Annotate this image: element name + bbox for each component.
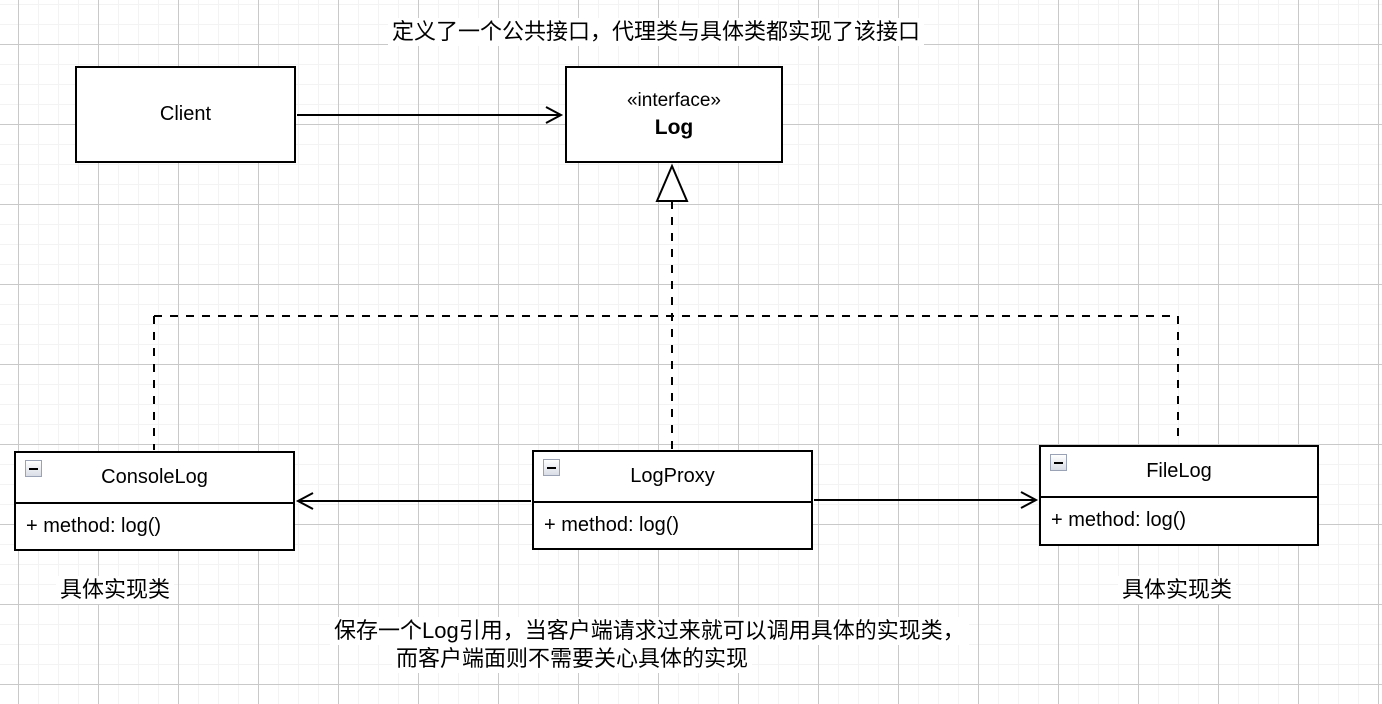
collapse-icon[interactable] [25,460,42,477]
logproxy-header: LogProxy [534,452,811,503]
minus-glyph [1054,461,1063,464]
minus-glyph [547,466,556,469]
logproxy-attribute: + method: log() [544,514,680,536]
logproxy-name: LogProxy [630,465,715,487]
filelog-body: + method: log() [1041,498,1317,543]
interface-name: Log [654,115,694,139]
consolelog-body: + method: log() [16,504,293,549]
edge-logproxy-realizes-log[interactable] [655,163,689,450]
interface-stereotype: «interface» [626,89,721,111]
edge-consolelog-filelog-realize-log[interactable] [153,315,1179,450]
collapse-icon[interactable] [543,459,560,476]
node-filelog[interactable]: FileLog + method: log() [1039,445,1319,546]
filelog-attribute: + method: log() [1051,509,1187,531]
bottom-note-line1: 保存一个Log引用，当客户端请求过来就可以调用具体的实现类， [330,617,969,645]
edge-logproxy-to-consolelog[interactable] [295,492,531,510]
left-impl-note: 具体实现类 [56,576,175,604]
consolelog-name: ConsoleLog [101,466,208,488]
collapse-icon[interactable] [1050,454,1067,471]
filelog-header: FileLog [1041,447,1317,498]
minus-glyph [29,467,38,470]
open-arrowhead-icon [295,492,314,510]
node-logproxy[interactable]: LogProxy + method: log() [532,450,813,550]
open-arrowhead-icon [545,106,564,124]
edge-client-to-log[interactable] [297,106,564,124]
node-consolelog[interactable]: ConsoleLog + method: log() [14,451,295,551]
hollow-triangle-arrowhead-icon [655,163,689,202]
bottom-note-line2: 而客户端面则不需要关心具体的实现 [392,645,753,673]
node-log-interface[interactable]: «interface» Log [565,66,783,163]
consolelog-attribute: + method: log() [26,515,162,537]
logproxy-body: + method: log() [534,503,811,548]
edge-logproxy-to-filelog[interactable] [814,491,1039,509]
right-impl-note: 具体实现类 [1118,576,1237,604]
node-client[interactable]: Client [75,66,296,163]
top-note: 定义了一个公共接口，代理类与具体类都实现了该接口 [388,18,925,46]
filelog-name: FileLog [1146,460,1212,482]
client-label: Client [159,103,212,125]
consolelog-header: ConsoleLog [16,453,293,504]
open-arrowhead-icon [1020,491,1039,509]
